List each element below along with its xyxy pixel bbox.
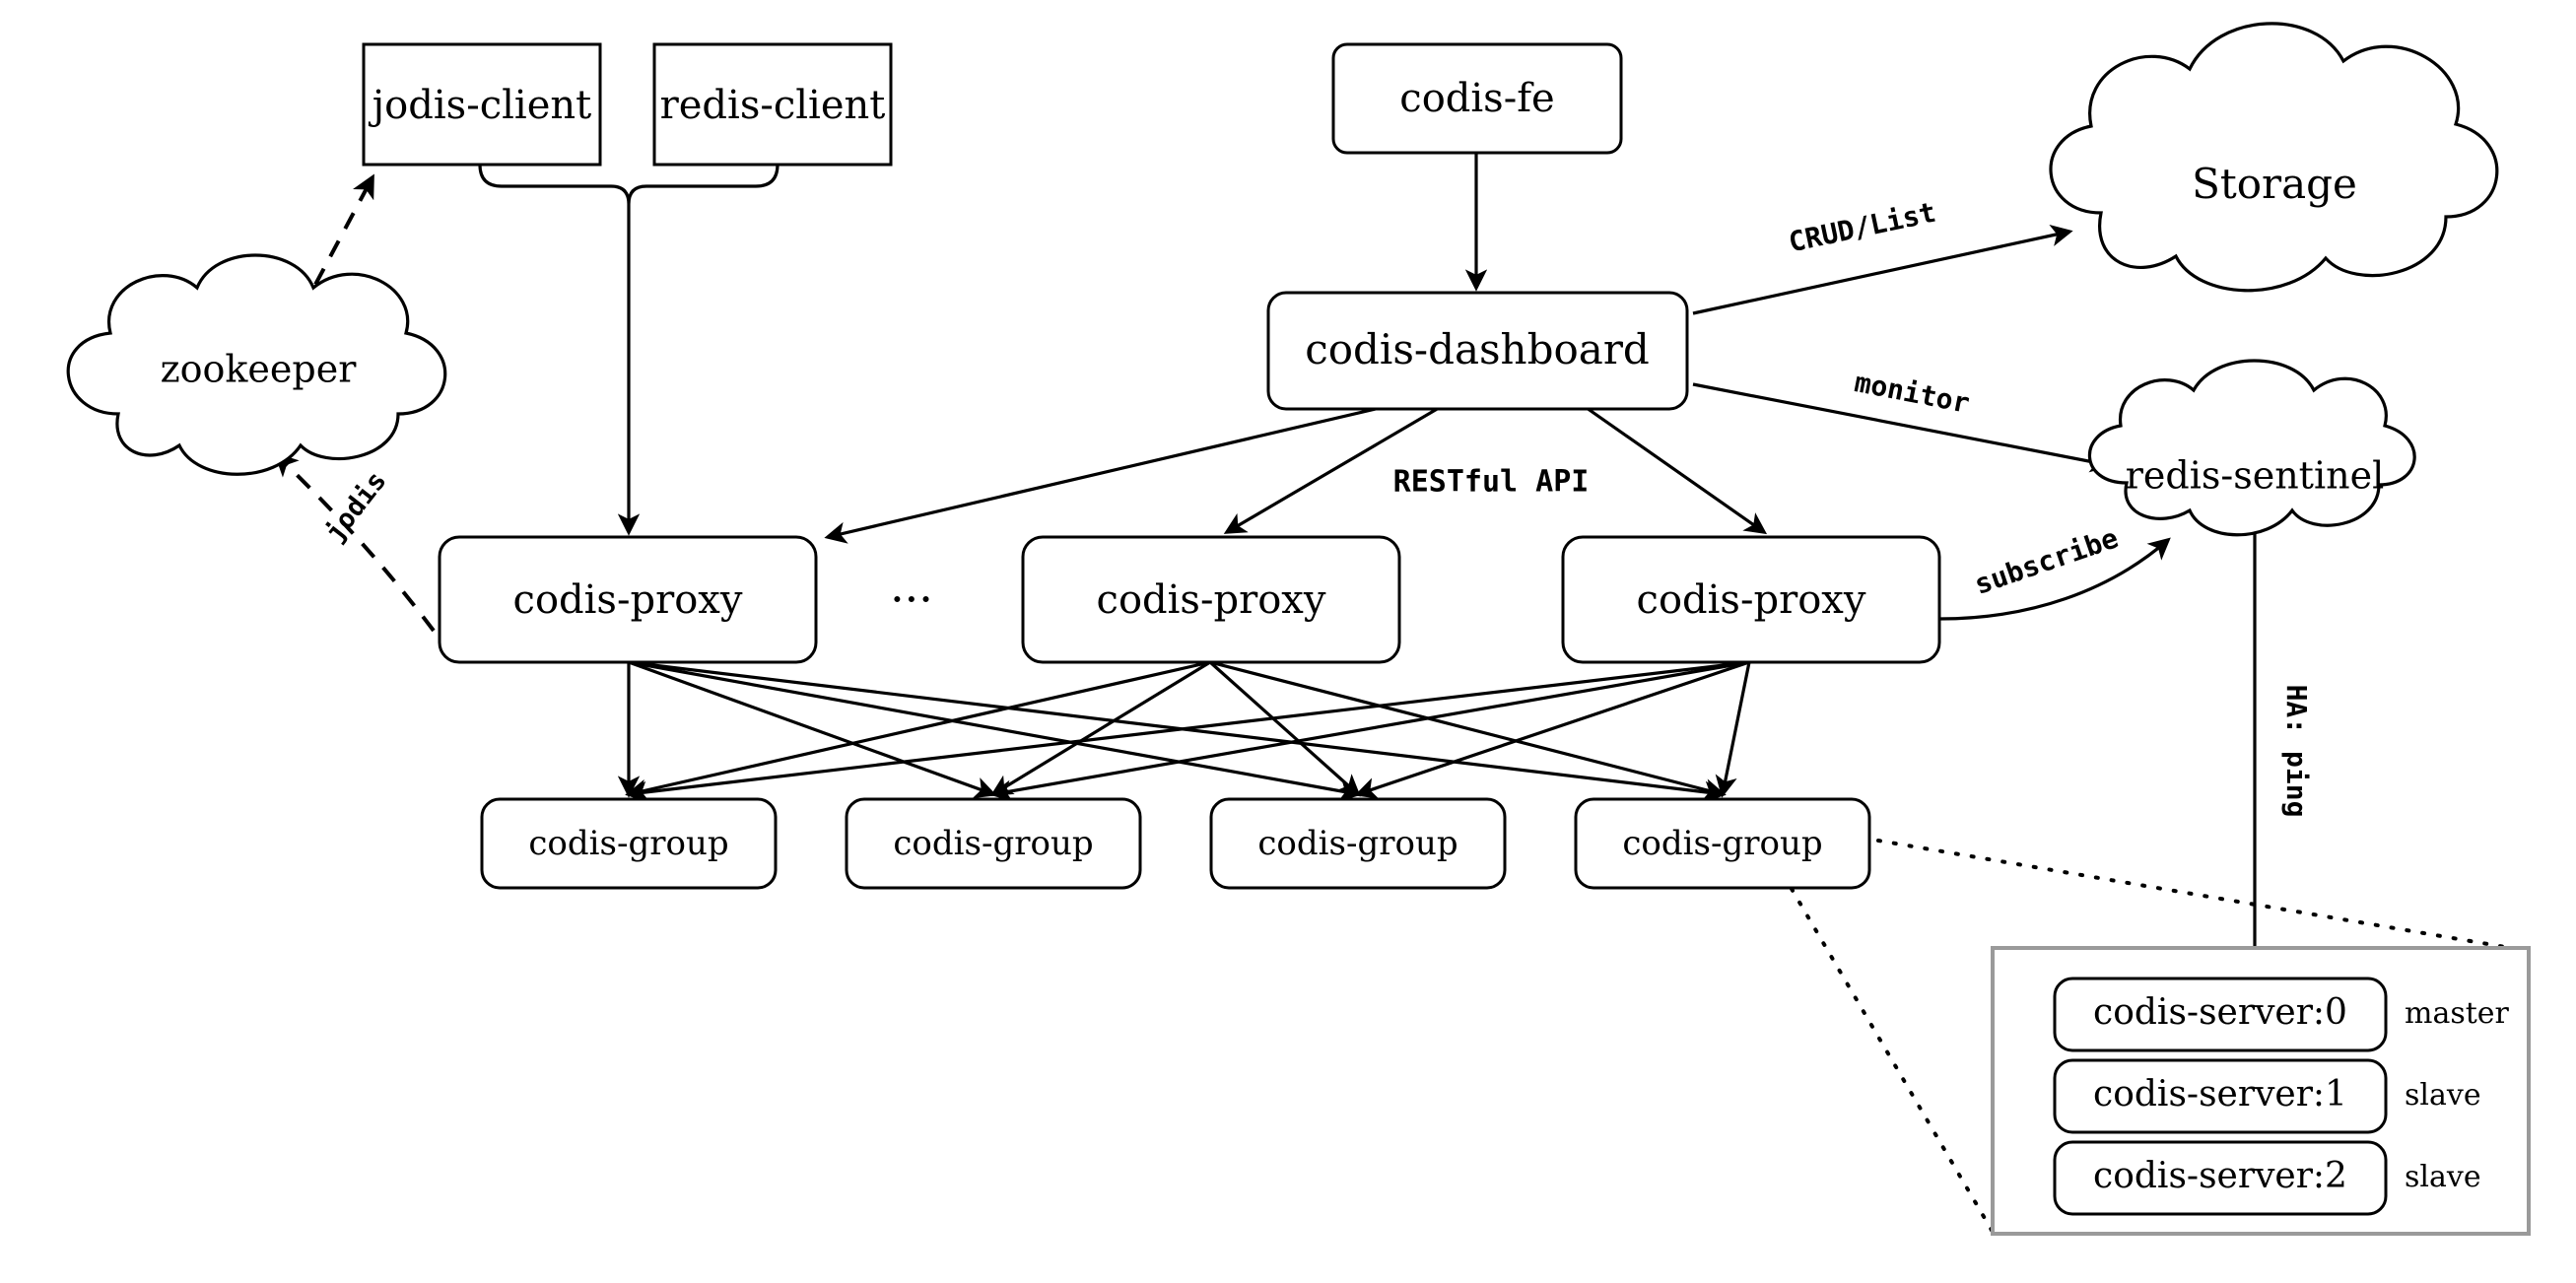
node-codis-group-4[interactable]: codis-group [1574,797,1871,890]
codis-server-2-label: codis-server:2 [2093,1156,2347,1196]
edge-dashboard-storage [1692,225,2073,315]
codis-proxy-1-label: codis-proxy [513,577,743,623]
node-zookeeper[interactable]: zookeeper [66,253,447,476]
redis-sentinel-label: redis-sentinel [2126,454,2384,498]
node-storage[interactable]: Storage [2049,22,2499,293]
codis-fe-label: codis-fe [1399,76,1554,121]
codis-group-1-label: codis-group [528,824,728,863]
edge-dashboard-proxy3 [1586,406,1768,535]
codis-group-2-label: codis-group [893,824,1093,863]
role-label-slave-2: slave [2405,1160,2481,1194]
role-label-master: master [2405,996,2510,1031]
node-codis-server-0[interactable]: codis-server:0 [2053,977,2388,1052]
edge-dashboard-proxy2 [1223,406,1440,534]
node-codis-proxy-2[interactable]: codis-proxy [1021,535,1401,664]
node-codis-fe[interactable]: codis-fe [1331,42,1623,155]
node-codis-server-2[interactable]: codis-server:2 [2053,1140,2388,1216]
edge-dashboard-sentinel [1692,382,2113,473]
node-codis-server-1[interactable]: codis-server:1 [2053,1058,2388,1134]
codis-group-4-label: codis-group [1622,824,1822,863]
edge-label-subscribe: subscribe [1970,521,2122,601]
node-codis-group-1[interactable]: codis-group [480,797,778,890]
codis-proxy-3-label: codis-proxy [1637,577,1866,623]
node-codis-group-3[interactable]: codis-group [1209,797,1507,890]
node-codis-group-2[interactable]: codis-group [845,797,1142,890]
edge-label-ha-ping: HA: ping [2280,685,2313,818]
codis-proxy-2-label: codis-proxy [1097,577,1326,623]
edge-label-restful-api: RESTful API [1393,465,1590,500]
codis-dashboard-label: codis-dashboard [1305,325,1650,373]
codis-group-3-label: codis-group [1257,824,1457,863]
callout-line-top [1876,839,2513,950]
node-codis-proxy-3[interactable]: codis-proxy [1561,535,1941,664]
edge-label-crud-list: CRUD/List [1786,196,1938,259]
proxy-group-mesh [617,660,1751,803]
callout-line-bottom [1790,887,1995,1234]
edge-proxy-zookeeper-jodis [274,452,436,633]
node-redis-client[interactable]: redis-client [652,42,893,167]
edge-proxy-sentinel-subscribe [1938,537,2171,621]
redis-client-label: redis-client [660,83,886,128]
node-codis-proxy-1[interactable]: codis-proxy [438,535,818,664]
client-brace [478,164,780,536]
codis-server-1-label: codis-server:1 [2093,1074,2347,1114]
zookeeper-label: zookeeper [161,348,358,391]
edge-dashboard-proxy1 [824,406,1381,544]
node-redis-sentinel[interactable]: redis-sentinel [2087,359,2416,537]
proxy-ellipsis: ··· [890,573,933,626]
storage-label: Storage [2192,160,2357,208]
node-codis-dashboard[interactable]: codis-dashboard [1266,291,1689,411]
jodis-client-label: jodis-client [369,83,591,128]
node-jodis-client[interactable]: jodis-client [362,42,602,167]
role-label-slave-1: slave [2405,1078,2481,1113]
codis-server-0-label: codis-server:0 [2093,992,2347,1033]
edge-label-monitor: monitor [1852,366,1972,420]
